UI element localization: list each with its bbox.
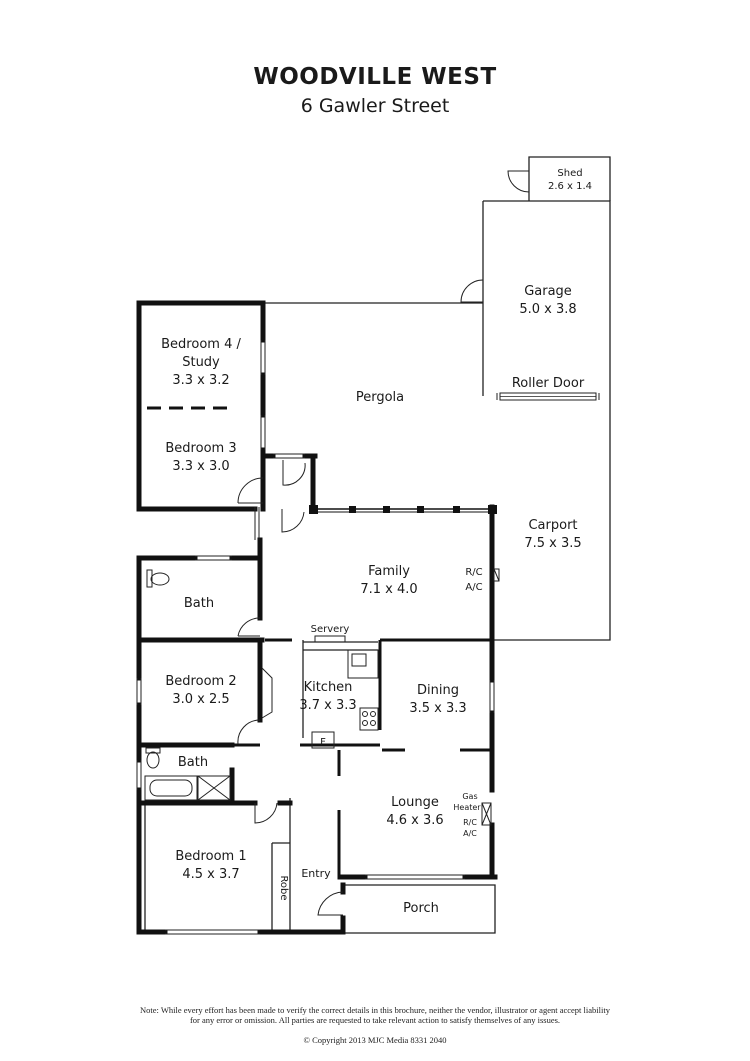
gas-heater-label-2: Heater: [453, 803, 481, 812]
garage-label: Garage: [524, 284, 572, 299]
lounge-ac-label: A/C: [463, 829, 477, 838]
lounge-size: 4.6 x 3.6: [386, 813, 443, 828]
kitchen-label: Kitchen: [304, 680, 353, 695]
roller-door-label: Roller Door: [512, 376, 585, 391]
bath1-label: Bath: [184, 596, 214, 611]
bedroom2-label: Bedroom 2: [165, 674, 236, 689]
bedroom1-size: 4.5 x 3.7: [182, 867, 239, 882]
door-swings: [237, 170, 530, 916]
thick-walls: [136, 300, 498, 935]
copyright: © Copyright 2013 MJC Media 8331 2040: [303, 1035, 447, 1045]
address: 6 Gawler Street: [300, 95, 450, 117]
bedroom3-label: Bedroom 3: [165, 441, 236, 456]
lounge-label: Lounge: [391, 795, 439, 810]
bedroom3-size: 3.3 x 3.0: [172, 459, 229, 474]
porch-label: Porch: [403, 901, 439, 916]
pergola-label: Pergola: [356, 390, 404, 405]
family-size: 7.1 x 4.0: [360, 582, 417, 597]
bath2-label: Bath: [178, 755, 208, 770]
bedroom4-size: 3.3 x 3.2: [172, 373, 229, 388]
family-label: Family: [368, 564, 410, 579]
robe-label: Robe: [278, 875, 289, 900]
lounge-rc-label: R/C: [463, 818, 477, 827]
shed-label: Shed: [557, 168, 582, 179]
carport-label: Carport: [528, 518, 577, 533]
windows: [136, 340, 495, 935]
dining-label: Dining: [417, 683, 459, 698]
shed-size: 2.6 x 1.4: [548, 181, 592, 192]
family-rc-label: R/C: [465, 567, 482, 578]
family-door-posts: [309, 505, 497, 514]
page-title: WOODVILLE WEST: [253, 64, 497, 90]
family-ac-label: A/C: [465, 582, 482, 593]
entry-label: Entry: [301, 867, 331, 880]
kitchen-size: 3.7 x 3.3: [299, 698, 356, 713]
gas-heater-label-1: Gas: [462, 792, 477, 801]
bedroom2-size: 3.0 x 2.5: [172, 692, 229, 707]
roller-door-symbol: [496, 392, 600, 401]
bedroom4-label-1: Bedroom 4 /: [161, 337, 241, 352]
servery-label: Servery: [311, 624, 350, 635]
disclaimer-note: Note: While every effort has been made t…: [140, 1005, 610, 1025]
fixtures: [144, 568, 500, 826]
dining-size: 3.5 x 3.3: [409, 701, 466, 716]
garage-size: 5.0 x 3.8: [519, 302, 576, 317]
carport-size: 7.5 x 3.5: [524, 536, 581, 551]
interior-walls: [232, 638, 492, 877]
fridge-label: F: [320, 737, 326, 748]
bedroom4-label-2: Study: [182, 355, 220, 370]
bedroom1-label: Bedroom 1: [175, 849, 246, 864]
